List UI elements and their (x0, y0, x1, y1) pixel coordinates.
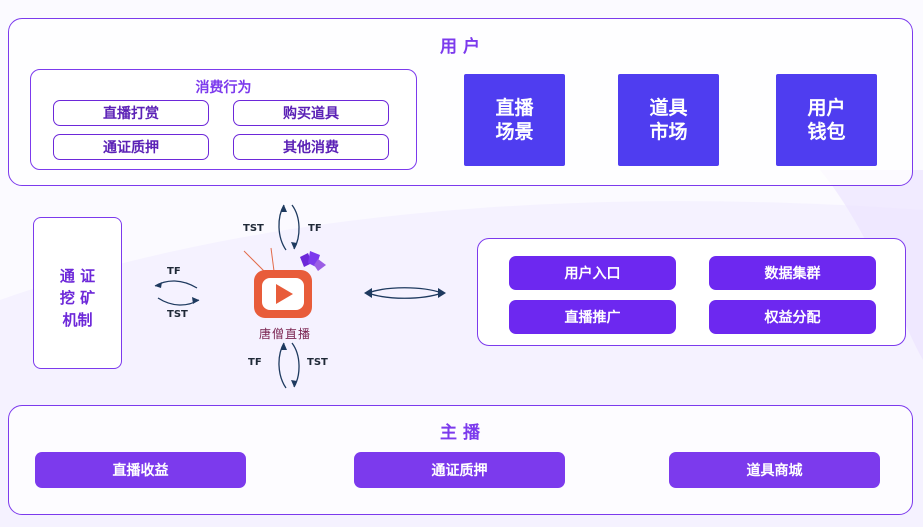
platform-item-data-cluster[interactable]: 数据集群 (709, 256, 876, 290)
left-flow-label-top: TF (167, 266, 181, 277)
left-flow-arrows (154, 280, 200, 306)
consumption-item-buy-props[interactable]: 购买道具 (233, 100, 389, 126)
left-flow-label-bottom: TST (167, 309, 188, 320)
anchor-item-props-mall[interactable]: 道具商城 (669, 452, 880, 488)
anchor-item-live-income[interactable]: 直播收益 (35, 452, 246, 488)
user-wallet-block[interactable]: 用户 钱包 (776, 74, 877, 166)
bottom-flow-label-right: TST (307, 357, 328, 368)
live-scene-block[interactable]: 直播 场景 (464, 74, 565, 166)
top-flow-arrows (278, 204, 300, 251)
user-title: 用 户 (440, 37, 480, 57)
props-market-block[interactable]: 道具 市场 (618, 74, 719, 166)
anchor-title: 主 播 (440, 423, 480, 443)
consumption-item-other[interactable]: 其他消费 (233, 134, 389, 160)
consumption-title: 消费行为 (195, 80, 252, 96)
bottom-flow-arrows (278, 342, 300, 389)
tv-logo-icon (243, 247, 326, 318)
top-flow-label-left: TST (243, 223, 264, 234)
mining-label: 通 证 挖 矿 机制 (59, 267, 96, 329)
consumption-item-token-staking[interactable]: 通证质押 (53, 134, 209, 160)
top-flow-label-right: TF (308, 223, 322, 234)
bidirectional-arrow (364, 287, 446, 299)
consumption-item-tipping[interactable]: 直播打赏 (53, 100, 209, 126)
bottom-flow-label-left: TF (248, 357, 262, 368)
anchor-item-token-staking[interactable]: 通证质押 (354, 452, 565, 488)
platform-item-user-entry[interactable]: 用户入口 (509, 256, 676, 290)
platform-item-rights-distribution[interactable]: 权益分配 (709, 300, 876, 334)
logo-text: 唐僧直播 (258, 327, 311, 341)
platform-item-live-promotion[interactable]: 直播推广 (509, 300, 676, 334)
mining-panel (33, 217, 122, 369)
